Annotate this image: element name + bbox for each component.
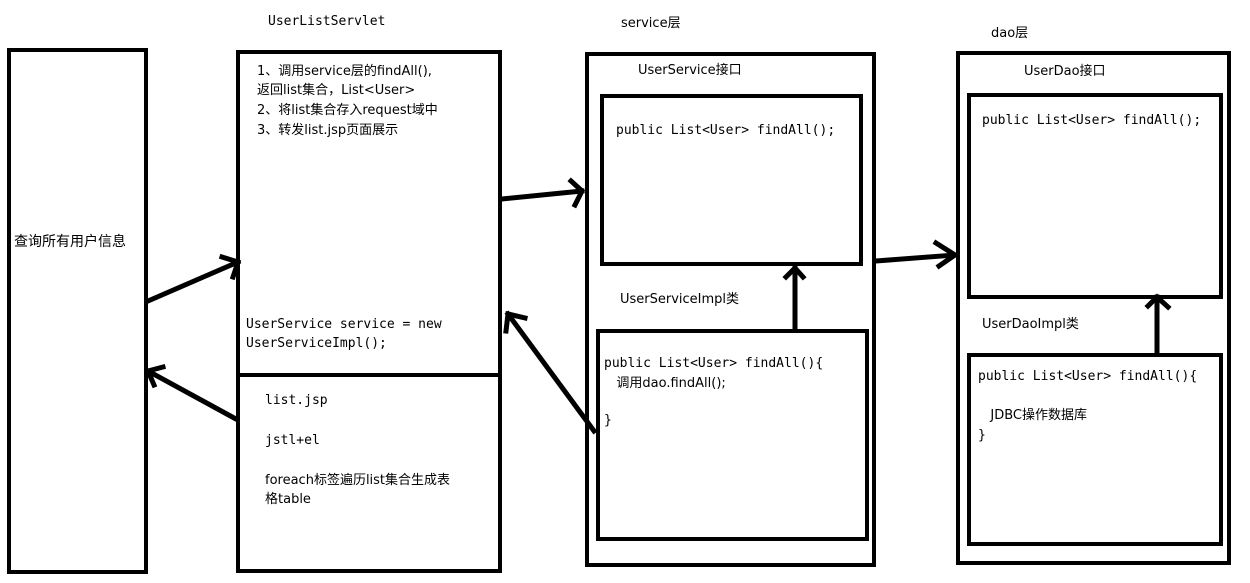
dao-impl-line1: public List<User> findAll(){	[978, 369, 1198, 384]
dao-impl-box	[967, 353, 1223, 546]
arrow-servlet-to-service	[499, 177, 586, 209]
arrow-client-to-servlet	[144, 253, 242, 305]
servlet-field-line1: UserService service = new	[246, 317, 442, 332]
dao-interface-title: UserDao接口	[1024, 64, 1106, 79]
service-interface-title: UserService接口	[638, 63, 742, 78]
service-impl-line1: public List<User> findAll(){	[604, 356, 824, 371]
service-impl-line3: }	[604, 413, 612, 428]
servlet-step-3: 3、转发list.jsp页面展示	[257, 123, 399, 138]
jsp-desc-line2: 格table	[265, 492, 311, 507]
dao-impl-line2: JDBC操作数据库	[978, 408, 1088, 423]
service-interface-box	[600, 94, 863, 266]
dao-layer-box	[956, 51, 1231, 565]
service-impl-title: UserServiceImpl类	[620, 292, 740, 307]
arrow-service-to-servlet	[503, 310, 598, 435]
servlet-title: UserListServlet	[268, 14, 386, 29]
service-layer-title: service层	[621, 16, 681, 31]
service-impl-box	[596, 329, 869, 541]
servlet-step-1b: 返回list集合，List<User>	[257, 83, 416, 98]
dao-impl-title: UserDaoImpl类	[982, 317, 1079, 332]
client-label: 查询所有用户信息	[14, 234, 126, 250]
servlet-jsp-divider	[236, 373, 502, 377]
dao-interface-method: public List<User> findAll();	[982, 113, 1202, 128]
dao-layer-title: dao层	[991, 26, 1029, 41]
jsp-name: list.jsp	[265, 393, 328, 408]
arrow-service-to-dao	[873, 239, 960, 270]
servlet-step-1: 1、调用service层的findAll(),	[257, 64, 432, 79]
dao-interface-box	[967, 93, 1223, 299]
servlet-field-line2: UserServiceImpl();	[246, 336, 387, 351]
client-box	[7, 48, 148, 574]
servlet-box	[236, 50, 502, 573]
service-interface-method: public List<User> findAll();	[616, 123, 836, 138]
arrow-servlet-to-client	[144, 363, 240, 423]
jsp-desc-line1: foreach标签遍历list集合生成表	[265, 473, 451, 488]
servlet-step-2: 2、将list集合存入request域中	[257, 103, 438, 118]
dao-impl-line3: }	[978, 428, 986, 443]
service-layer-box	[585, 52, 876, 567]
jsp-tech: jstl+el	[265, 433, 320, 448]
service-impl-line2: 调用dao.findAll();	[604, 376, 726, 391]
